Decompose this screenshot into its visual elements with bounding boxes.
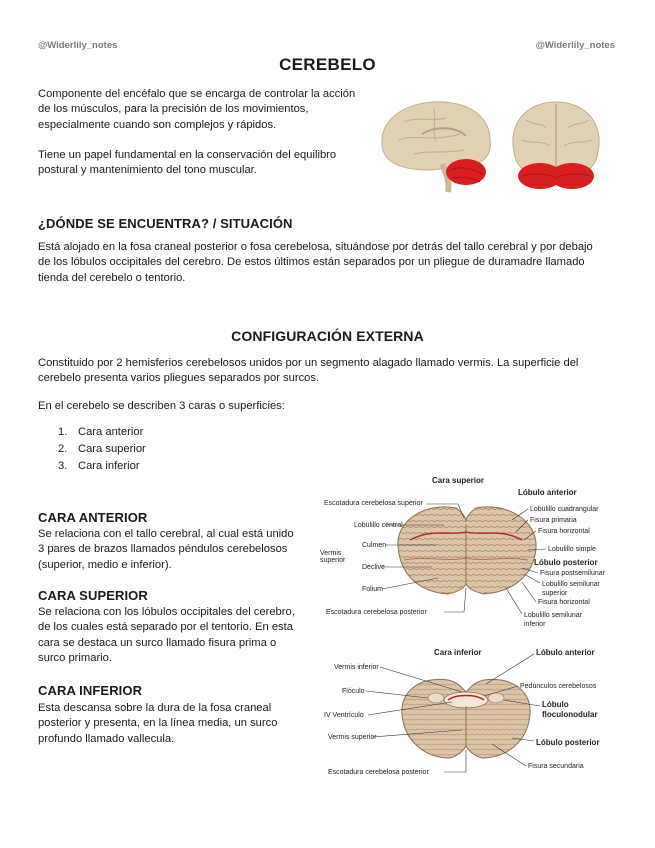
- brain-posterior-view: [512, 101, 600, 189]
- text-line: Tiene un papel fundamental en la conserv…: [38, 149, 337, 161]
- list-item: 2.Cara superior: [58, 443, 146, 455]
- figure-title: Cara superior: [432, 476, 485, 485]
- text-line: surco primario.: [38, 652, 112, 665]
- list-item: 1.Cara anterior: [58, 426, 144, 438]
- text-line: cerebelo presenta varios pliegues separa…: [38, 372, 320, 385]
- author-handle-right: @Widerlily_notes: [535, 40, 615, 51]
- section-heading-location: ¿DÓNDE SE ENCUENTRA? / SITUACIÓN: [38, 216, 293, 231]
- label-lobulo-anterior: Lóbulo anterior: [518, 488, 577, 497]
- inferior-leader-lines: [365, 653, 541, 773]
- label-floculo: Flóculo: [342, 688, 365, 695]
- text-line: Se relaciona con el tallo cerebral, al c…: [38, 528, 294, 540]
- text-line: postural y mantenimiento del tono muscul…: [38, 164, 257, 177]
- label-escotadura-posterior: Escotadura cerebelosa posterior: [326, 609, 427, 616]
- paragraph-cara-anterior: Se relaciona con el tallo cerebral, al c…: [38, 527, 294, 573]
- text-line: Se relaciona con los lóbulos occipitales…: [38, 606, 295, 618]
- text-line: especialmente cuando son complejos y ráp…: [38, 118, 277, 131]
- superior-leader-lines: [381, 503, 547, 615]
- label-lobulillo-central: Lobulillo central: [354, 522, 403, 529]
- label-escotadura-posterior: Escotadura cerebelosa posterior: [328, 769, 429, 776]
- label-culmen: Culmen: [362, 542, 387, 549]
- faces-list: 1.Cara anterior 2.Cara superior 3.Cara i…: [58, 424, 146, 475]
- list-item: 3.Cara inferior: [58, 460, 140, 472]
- external-paragraph-2: En el cerebelo se describen 3 caras o su…: [38, 400, 285, 412]
- label-lobulillo-simple: Lobulillo simple: [548, 546, 596, 553]
- external-paragraph-1: Constituido por 2 hemisferios cerebeloso…: [38, 356, 628, 387]
- location-paragraph: Está alojado en la fosa craneal posterio…: [38, 240, 628, 286]
- label-lobulo-floculonodular: Lóbulo floculonodular: [542, 700, 598, 719]
- label-fisura-secundaria: Fisura secundaria: [528, 763, 584, 770]
- figure-cara-inferior: Cara inferior Vermis inferior Flóculo IV…: [316, 642, 616, 782]
- label-lobulillo-semilunar-inferior: Lobulillo semilunar inferior: [524, 612, 582, 628]
- text-line: de los cuales está separado por el tento…: [38, 621, 293, 634]
- label-fisura-horizontal-2: Fisura horizontal: [538, 599, 590, 606]
- section-heading-external: CONFIGURACIÓN EXTERNA: [231, 328, 424, 344]
- label-lobulo-posterior: Lóbulo posterior: [534, 558, 598, 567]
- cerebellum-inferior-drawing: [401, 678, 531, 759]
- figure-title: Cara inferior: [434, 648, 482, 657]
- label-lobulillo-semilunar-superior: Lobulillo semilunar superior: [542, 581, 600, 597]
- heading-cara-anterior: CARA ANTERIOR: [38, 510, 148, 525]
- label-vermis-superior: Vermis superior: [328, 734, 377, 741]
- label-lobulillo-cuadrangular: Lobulillo cuadrangular: [530, 506, 599, 513]
- label-folium: Folium: [362, 586, 384, 593]
- text-line: posterior y presenta, en la línea media,…: [38, 717, 278, 730]
- brain-lateral-view: [381, 101, 491, 193]
- paragraph-cara-inferior: Esta descansa sobre la dura de la fosa c…: [38, 701, 277, 747]
- text-line: de los lóbulos occipitales del cerebro. …: [38, 256, 585, 269]
- label-vermis-inferior: Vermis inferior: [334, 664, 379, 671]
- page-title: CEREBELO: [279, 55, 376, 74]
- brain-illustrations: [381, 101, 600, 193]
- cerebellum-superior-drawing: [397, 506, 537, 595]
- label-escotadura-superior: Escotadura cerebelosa superior: [324, 500, 423, 507]
- text-line: Está alojado en la fosa craneal posterio…: [38, 241, 593, 253]
- text-line: 3 pares de brazos llamados péndulos cere…: [38, 543, 288, 556]
- label-iv-ventriculo: IV Ventrículo: [324, 712, 364, 719]
- text-line: cara se destaca un surco llamado fisura …: [38, 636, 277, 649]
- label-lobulo-anterior: Lóbulo anterior: [536, 648, 595, 657]
- label-vermis-superior: Vermis superior: [320, 550, 346, 564]
- text-line: profundo llamado vallecula.: [38, 732, 175, 745]
- label-fisura-horizontal: Fisura horizontal: [538, 528, 590, 535]
- label-declive: Declive: [362, 564, 385, 571]
- text-line: (superior, medio e inferior).: [38, 558, 172, 571]
- intro-paragraph-1: Componente del encéfalo que se encarga d…: [38, 87, 355, 133]
- text-line: Esta descansa sobre la dura de la fosa c…: [38, 702, 272, 714]
- label-fisura-primaria: Fisura primaria: [530, 517, 577, 524]
- paragraph-cara-superior: Se relaciona con los lóbulos occipitales…: [38, 605, 295, 667]
- intro-paragraph-2: Tiene un papel fundamental en la conserv…: [38, 148, 336, 179]
- text-line: tienda del cerebelo o tentorio.: [38, 271, 186, 284]
- heading-cara-superior: CARA SUPERIOR: [38, 588, 148, 603]
- figure-cara-superior: Cara superior Escotadura cerebelosa supe…: [316, 470, 616, 638]
- text-line: Constituido por 2 hemisferios cerebeloso…: [38, 357, 579, 369]
- author-handle-left: @Widerlily_notes: [38, 40, 118, 51]
- text-line: Componente del encéfalo que se encarga d…: [38, 88, 356, 100]
- label-fisura-postsemilunar: Fisura postsemilunar: [540, 570, 605, 577]
- label-pedunculos: Pedúnculos cerebelosos: [520, 683, 597, 690]
- label-lobulo-posterior: Lóbulo posterior: [536, 738, 600, 747]
- heading-cara-inferior: CARA INFERIOR: [38, 683, 143, 698]
- text-line: de los músculos, para la precisión de lo…: [38, 103, 309, 116]
